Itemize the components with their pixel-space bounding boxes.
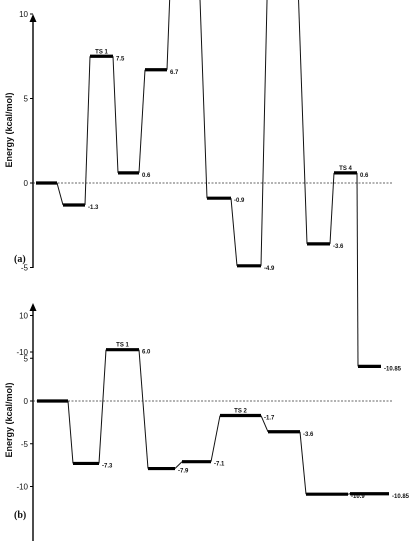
level-connector	[329, 172, 335, 244]
y-tick-label: 10	[19, 10, 28, 19]
level-connector	[84, 56, 91, 205]
panel-a: -10-505101520Energy (kcal/mol)(a)-1.37.5…	[4, 0, 402, 372]
energy-value-label: -3.6	[303, 432, 314, 438]
energy-value-label: 0.6	[142, 173, 151, 179]
panel-label: (a)	[14, 254, 26, 265]
energy-value-label: -1.7	[264, 416, 275, 422]
level-connector	[56, 182, 64, 206]
energy-value-label: -0.9	[234, 198, 245, 204]
y-axis-title: Energy (kcal/mol)	[4, 92, 14, 167]
transition-state-label: TS 1	[95, 49, 108, 55]
level-connector	[356, 172, 359, 367]
energy-value-label: -1.3	[88, 205, 99, 211]
transition-state-label: TS 4	[339, 166, 352, 172]
y-tick-label: -10	[16, 348, 28, 357]
energy-value-label: 6.0	[142, 350, 151, 356]
y-tick-label: 10	[19, 312, 28, 321]
energy-value-label: -10.85	[384, 366, 402, 372]
y-tick-label: 0	[24, 179, 29, 188]
energy-value-label: -7.1	[214, 462, 225, 468]
level-connector	[199, 0, 208, 199]
level-connector	[210, 415, 221, 462]
y-tick-label: -5	[21, 264, 29, 273]
energy-value-label: 7.5	[116, 56, 125, 62]
energy-value-label: 6.7	[170, 70, 179, 76]
y-tick-label: -5	[21, 440, 29, 449]
panel-label: (b)	[14, 510, 26, 521]
energy-value-label: -4.9	[264, 266, 275, 272]
energy-value-label: -10.85	[392, 494, 410, 500]
transition-state-label: TS 2	[234, 409, 247, 415]
y-tick-label: 5	[24, 95, 29, 104]
y-axis-arrow	[29, 303, 37, 311]
level-connector	[138, 69, 146, 173]
y-tick-label: -10	[16, 483, 28, 492]
energy-value-label: 0.6	[360, 173, 369, 179]
level-connector	[98, 349, 107, 464]
level-connector	[260, 0, 268, 266]
energy-value-label: -3.6	[333, 244, 344, 250]
y-axis-title: Energy (kcal/mol)	[4, 382, 14, 457]
y-tick-label: 0	[24, 397, 29, 406]
y-axis-arrow	[29, 14, 37, 22]
level-connector	[166, 0, 171, 70]
level-connector	[230, 198, 238, 266]
y-tick-label: 5	[24, 354, 29, 363]
level-connector	[298, 0, 308, 244]
level-connector	[299, 431, 307, 495]
level-connector	[260, 415, 269, 432]
level-connector	[112, 56, 119, 173]
transition-state-label: TS 1	[116, 343, 129, 349]
level-connector	[67, 400, 74, 464]
level-connector	[138, 349, 149, 469]
energy-value-label: -7.9	[178, 469, 189, 475]
level-connector	[174, 461, 183, 469]
energy-value-label: -10.9	[351, 494, 365, 500]
energy-value-label: -7.3	[102, 463, 113, 469]
